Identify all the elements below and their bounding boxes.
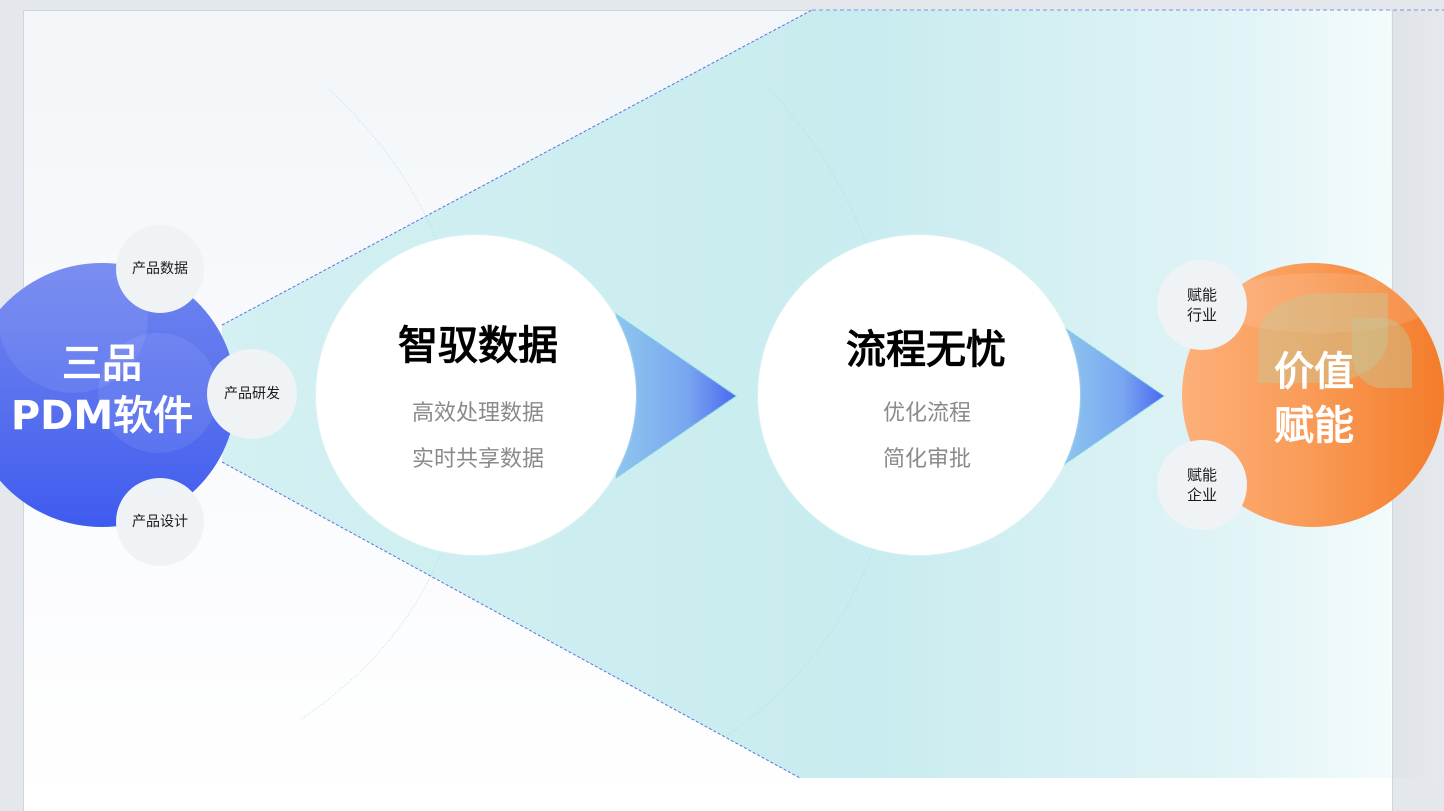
target-title-line1: 价值 <box>1274 349 1354 395</box>
source-title-line2: PDM软件 <box>10 393 194 439</box>
stage-1-line-1: 高效处理数据 <box>411 401 544 426</box>
satellite-empower-industry: 赋能 行业 <box>1157 260 1247 350</box>
target-title-line2: 赋能 <box>1274 403 1354 449</box>
stage-2-line-2: 简化审批 <box>882 447 971 472</box>
source-title: 三品 PDM软件 <box>0 338 236 442</box>
source-circle <box>0 263 236 527</box>
arrow-1 <box>615 312 737 480</box>
satellite-product-data: 产品数据 <box>116 225 204 313</box>
stage-2-circle <box>758 235 1080 555</box>
stage-1-line-2: 实时共享数据 <box>411 447 544 472</box>
funnel-top-edge <box>221 9 813 326</box>
satellite-product-design: 产品设计 <box>116 478 204 566</box>
satellite-product-rd: 产品研发 <box>207 349 297 439</box>
target-title: 价值 赋能 <box>1232 345 1396 453</box>
stage-1-circle <box>316 235 636 555</box>
source-title-line1: 三品 <box>62 341 142 387</box>
stage-2-title: 流程无忧 <box>846 327 1006 373</box>
satellite-empower-enterprise: 赋能 企业 <box>1157 440 1247 530</box>
stage-1-title: 智驭数据 <box>398 323 558 369</box>
stage-2-line-1: 优化流程 <box>882 401 971 426</box>
